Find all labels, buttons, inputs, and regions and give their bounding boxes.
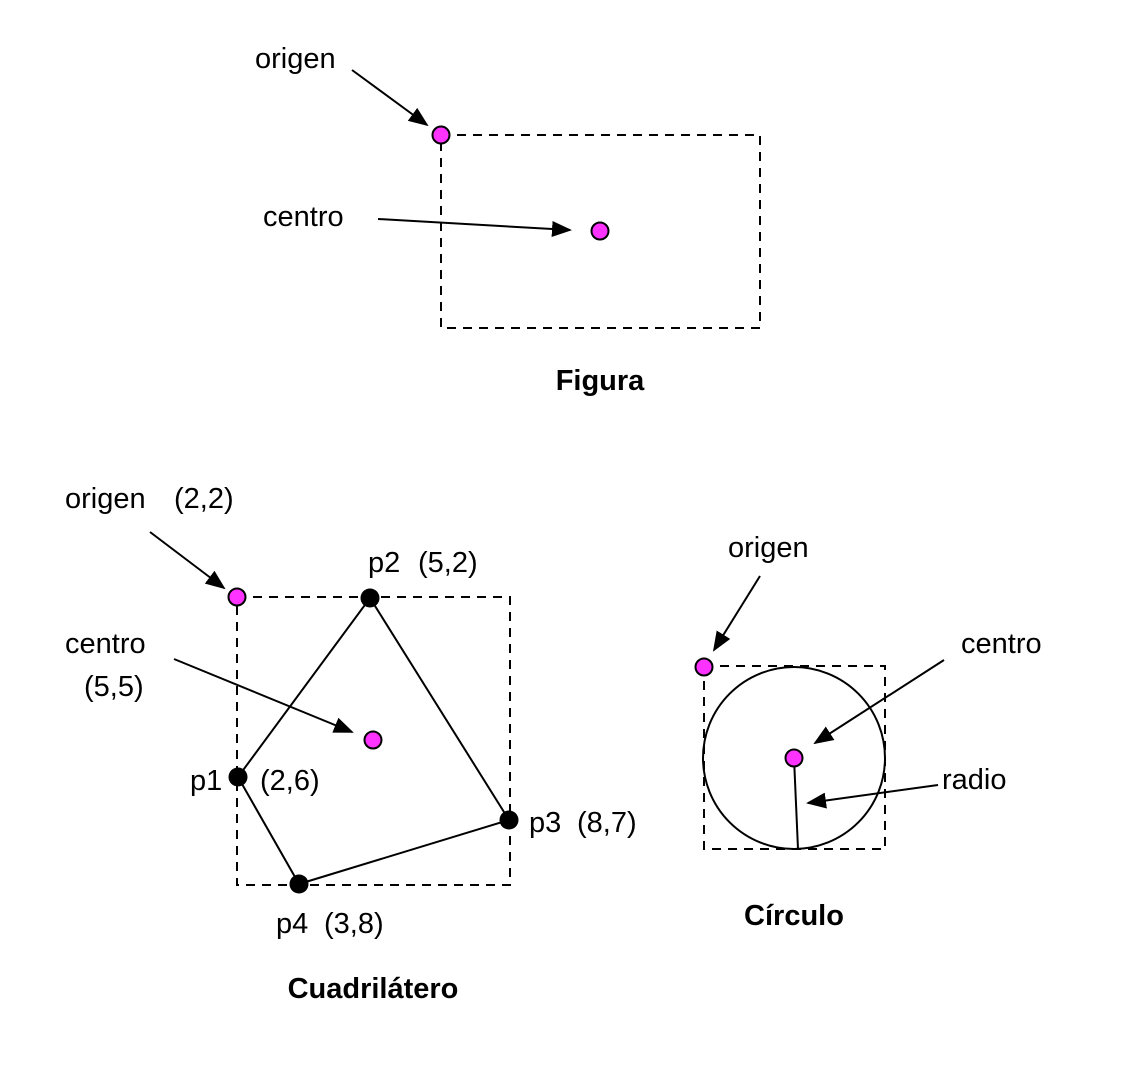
circulo-radio-label: radio [942, 764, 1007, 796]
cuadrilatero-centro-label: centro [65, 628, 146, 660]
figura-origen-label: origen [255, 43, 336, 75]
vertex-p1-name: p1 [190, 765, 222, 797]
circulo-caption: Círculo [744, 900, 844, 932]
vertex-p3-coord: (8,7) [577, 807, 637, 839]
vertex-p2-coord: (5,2) [418, 547, 478, 579]
vertex-p4-name: p4 [276, 908, 308, 940]
figura-centro-marker [590, 221, 610, 241]
cuadrilatero-origen-coord: (2,2) [174, 483, 234, 515]
cuadrilatero-centro-marker [363, 730, 383, 750]
circulo-group: origen centro radio Círculo [694, 532, 1042, 932]
figura-centro-arrow [377, 218, 572, 237]
vertex-p4 [289, 874, 309, 894]
circulo-shape [702, 666, 886, 850]
vertex-p2-name: p2 [368, 547, 400, 579]
circulo-origen-arrow [712, 575, 761, 652]
cuadrilatero-origen-marker [227, 587, 247, 607]
cuadrilatero-origen-label: origen [65, 483, 146, 515]
figura-centro-label: centro [263, 201, 344, 233]
figura-origen-arrow [351, 69, 429, 127]
figura-caption: Figura [556, 365, 645, 397]
vertex-p4-coord: (3,8) [324, 908, 384, 940]
figura-group: origen centro Figura [255, 43, 761, 397]
cuadrilatero-origen-arrow [149, 531, 226, 590]
circulo-centro-marker [784, 748, 804, 768]
figura-origen-marker [431, 125, 451, 145]
cuadrilatero-group: origen (2,2) centro (5,5) p1 (2,6) p2 (5… [65, 483, 637, 1005]
vertex-p1-coord: (2,6) [260, 765, 320, 797]
cuadrilatero-centro-arrow [173, 658, 354, 733]
cuadrilatero-centro-coord: (5,5) [84, 671, 144, 703]
circulo-centro-arrow [813, 659, 945, 745]
circulo-origen-label: origen [728, 532, 809, 564]
vertex-p2 [360, 588, 380, 608]
vertex-p3 [499, 810, 519, 830]
circulo-origen-marker [694, 657, 714, 677]
circulo-radius-line [793, 757, 799, 850]
circulo-radio-arrow [806, 784, 939, 809]
vertex-p3-name: p3 [529, 807, 561, 839]
vertex-p1 [228, 767, 248, 787]
circulo-centro-label: centro [961, 628, 1042, 660]
cuadrilatero-caption: Cuadrilátero [288, 973, 459, 1005]
